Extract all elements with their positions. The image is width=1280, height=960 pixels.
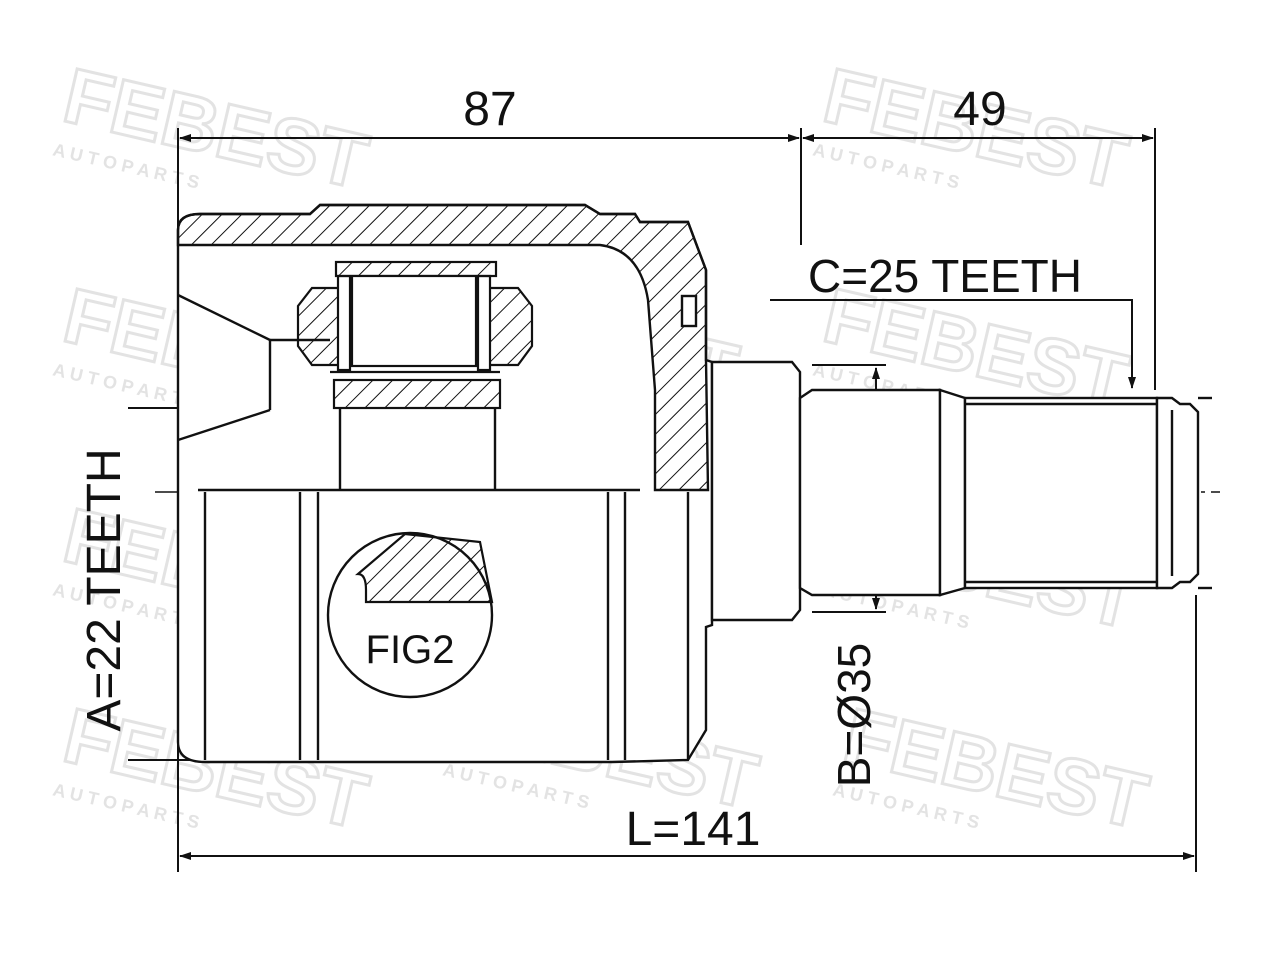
fig2-detail: FIG2 <box>326 531 494 699</box>
spline-section <box>963 396 1159 590</box>
watermark-2: FEBEST A U T O P A R T S <box>811 49 1137 207</box>
needle-bearing-right <box>476 274 492 372</box>
tripod-roller <box>296 260 534 410</box>
spider-body <box>332 378 502 410</box>
watermark-1: FEBEST A U T O P A R T S <box>51 49 377 207</box>
leader-outer-spline <box>770 299 1136 389</box>
shaft-tip <box>1155 396 1200 590</box>
stub-length-label: 49 <box>953 83 1006 136</box>
needle-bearing-left <box>336 274 352 372</box>
total-length-label: L=141 <box>626 803 761 856</box>
watermark-brand: FEBEST <box>56 51 376 206</box>
inner-spline-label: A=22 TEETH <box>78 448 131 731</box>
stub-shaft <box>710 360 1212 622</box>
fig2-label: FIG2 <box>366 628 455 672</box>
detail-section <box>355 532 494 604</box>
shaft-neck <box>710 360 802 622</box>
dimension-labels: 87 49 C=25 TEETH L=141 A=22 TEETH B=Ø35 <box>78 83 1082 856</box>
seal-diameter-label: B=Ø35 <box>828 643 880 788</box>
transition <box>938 388 967 597</box>
housing-wall-section <box>176 203 710 492</box>
housing-length-label: 87 <box>463 83 516 136</box>
outer-spline-label: C=25 TEETH <box>808 250 1082 302</box>
watermark-brand: FEBEST <box>836 691 1156 846</box>
seal-surface <box>798 388 942 597</box>
trunnion-pin <box>350 274 478 368</box>
